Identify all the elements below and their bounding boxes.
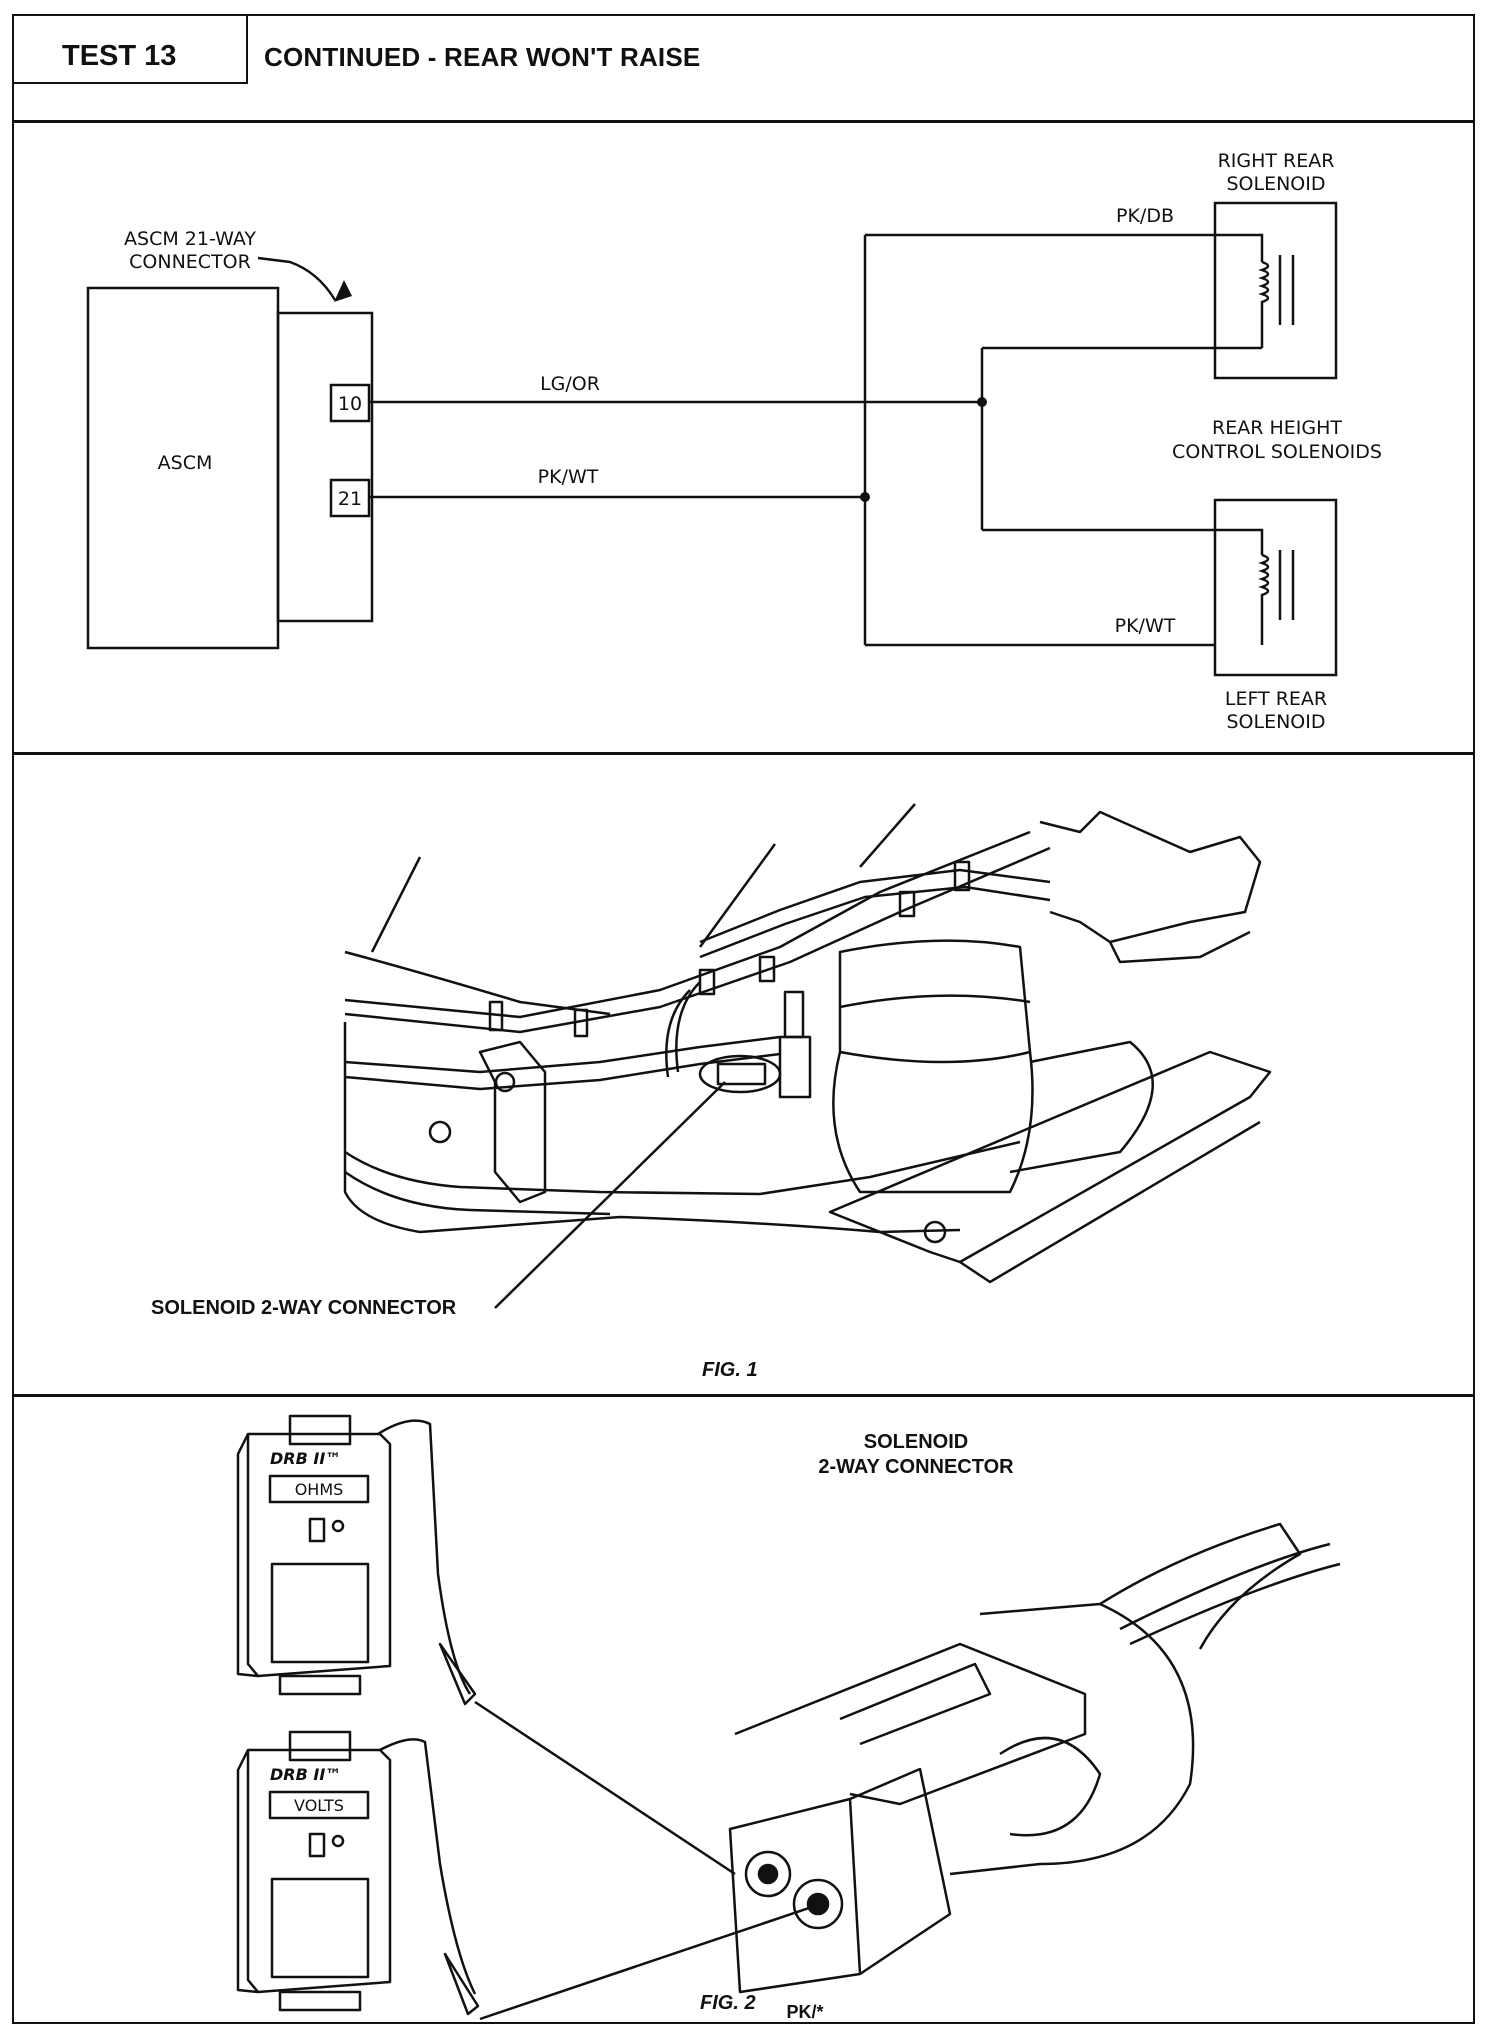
divider-header — [12, 120, 1475, 123]
page-title: CONTINUED - REAR WON'T RAISE — [264, 42, 701, 72]
left-solenoid-label-line2: SOLENOID — [1226, 711, 1325, 733]
wire-pk-wt-label: PK/WT — [538, 466, 599, 488]
fig2-connector-label-line2: 2-WAY CONNECTOR — [818, 1456, 1014, 1478]
group-label-line2: CONTROL SOLENOIDS — [1172, 441, 1382, 463]
meter2-display: VOLTS — [294, 1796, 344, 1815]
right-rear-solenoid — [1213, 201, 1338, 380]
connector-label-line2: CONNECTOR — [129, 251, 251, 273]
connector-label-line1: ASCM 21-WAY — [124, 228, 256, 250]
pin-10-label: 10 — [338, 393, 362, 415]
wire-pk-wt-left-label: PK/WT — [1115, 615, 1176, 637]
ascm-label: ASCM — [158, 452, 213, 474]
left-rear-solenoid — [1213, 498, 1338, 677]
wiring-schematic: ASCM 21-WAY CONNECTOR ASCM 10 21 LG/OR P… — [86, 150, 1382, 733]
right-solenoid-label-line1: RIGHT REAR — [1218, 150, 1335, 172]
wire-lg-or-label: LG/OR — [540, 373, 600, 395]
pin-21-label: 21 — [338, 488, 362, 510]
right-solenoid-label-line2: SOLENOID — [1226, 173, 1325, 195]
wire-pk-db-label: PK/DB — [1116, 205, 1174, 227]
fig2-connector-label-line1: SOLENOID — [864, 1431, 968, 1453]
left-solenoid-label-line1: LEFT REAR — [1225, 688, 1327, 710]
page-frame — [12, 14, 1475, 2024]
meter2-brand: DRB II™ — [270, 1765, 341, 1784]
ascm-connector-body — [276, 311, 374, 623]
fig1-illustration: SOLENOID 2-WAY CONNECTOR FIG. 1 — [151, 803, 1272, 1381]
fig1-caption: FIG. 1 — [702, 1359, 758, 1381]
meter1-brand: DRB II™ — [270, 1449, 341, 1468]
fig1-callout: SOLENOID 2-WAY CONNECTOR — [151, 1297, 457, 1319]
pin-label: PK/* — [786, 2002, 823, 2022]
group-label-line1: REAR HEIGHT — [1212, 417, 1342, 439]
fig2-illustration: DRB II™ DRB II™ OHMS VOLTS SOLENOID 2-WA… — [236, 1414, 1341, 2022]
meter1-display: OHMS — [295, 1480, 344, 1499]
divider-fig1 — [12, 752, 1475, 755]
fig2-caption: FIG. 2 — [700, 1992, 756, 2014]
test-number: TEST 13 — [12, 14, 248, 84]
divider-fig2 — [12, 1394, 1475, 1397]
